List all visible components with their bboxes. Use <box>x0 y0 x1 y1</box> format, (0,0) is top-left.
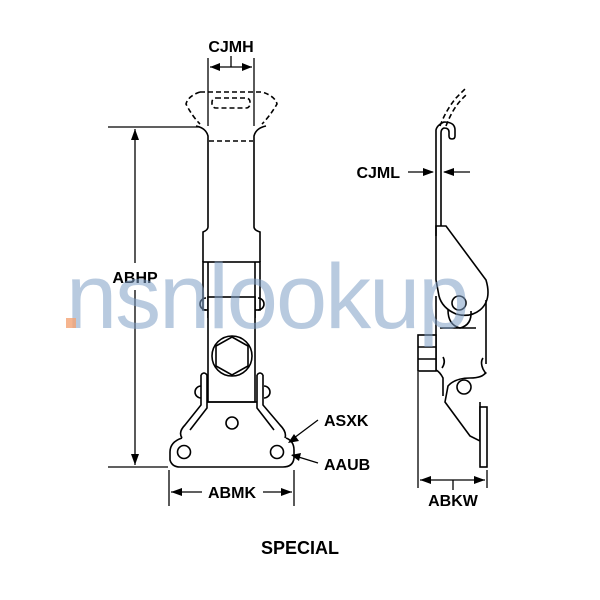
diagram-caption: SPECIAL <box>261 538 339 558</box>
dim-label-cjml: CJML <box>356 165 400 182</box>
dim-label-abmk: ABMK <box>208 485 256 502</box>
dim-label-asxk: ASXK <box>324 413 369 430</box>
front-view <box>169 91 295 468</box>
dim-label-cjmh: CJMH <box>208 39 253 56</box>
dim-label-abhp: ABHP <box>112 270 158 287</box>
front-dimensions: CJMH ABHP ASXK AAUB ABMK <box>108 39 370 506</box>
side-dimensions: CJML ABKW <box>356 165 488 510</box>
side-view <box>417 87 489 468</box>
watermark-dot <box>66 318 76 328</box>
dim-label-aaub: AAUB <box>324 457 370 474</box>
watermark-text: nsnlookup <box>66 246 467 348</box>
watermark: nsnlookup <box>66 246 469 348</box>
dim-label-abkw: ABKW <box>428 493 479 510</box>
